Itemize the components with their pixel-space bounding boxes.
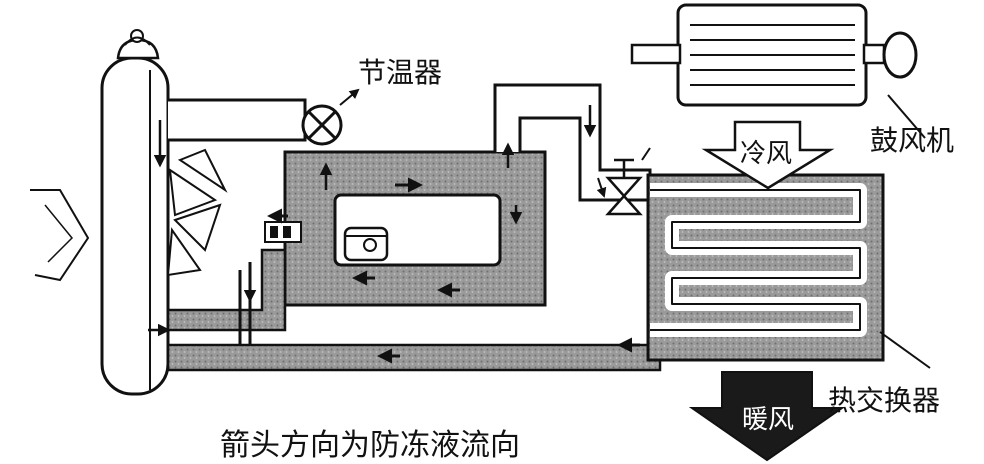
warm-air-arrow [688, 371, 846, 462]
airflow-intake-icon [30, 189, 90, 282]
radiator [100, 56, 170, 396]
blower-icon [630, 3, 926, 139]
water-pump-icon [264, 221, 302, 243]
fan-icon [166, 148, 228, 277]
heat-exchanger [646, 173, 885, 362]
caption: 箭头方向为防冻液流向 [220, 428, 520, 463]
heater-valve-icon [605, 147, 651, 216]
thermostat-valve-icon [301, 88, 360, 146]
radiator-cap-icon [116, 29, 160, 60]
piston-icon [343, 226, 389, 262]
blower-label: 鼓风机 [870, 124, 954, 157]
cold-air-label: 冷风 [740, 139, 792, 169]
flow-arrows [148, 105, 640, 364]
upper-hose [168, 98, 307, 142]
heat-exchanger-label: 热交换器 [828, 384, 940, 417]
cold-air-arrow [701, 120, 835, 190]
engine-block [264, 150, 547, 307]
warm-air-label: 暖风 [742, 405, 794, 435]
lower-hose [166, 248, 662, 372]
thermostat-label: 节温器 [358, 56, 442, 89]
heat-exchanger-leader [879, 331, 931, 369]
